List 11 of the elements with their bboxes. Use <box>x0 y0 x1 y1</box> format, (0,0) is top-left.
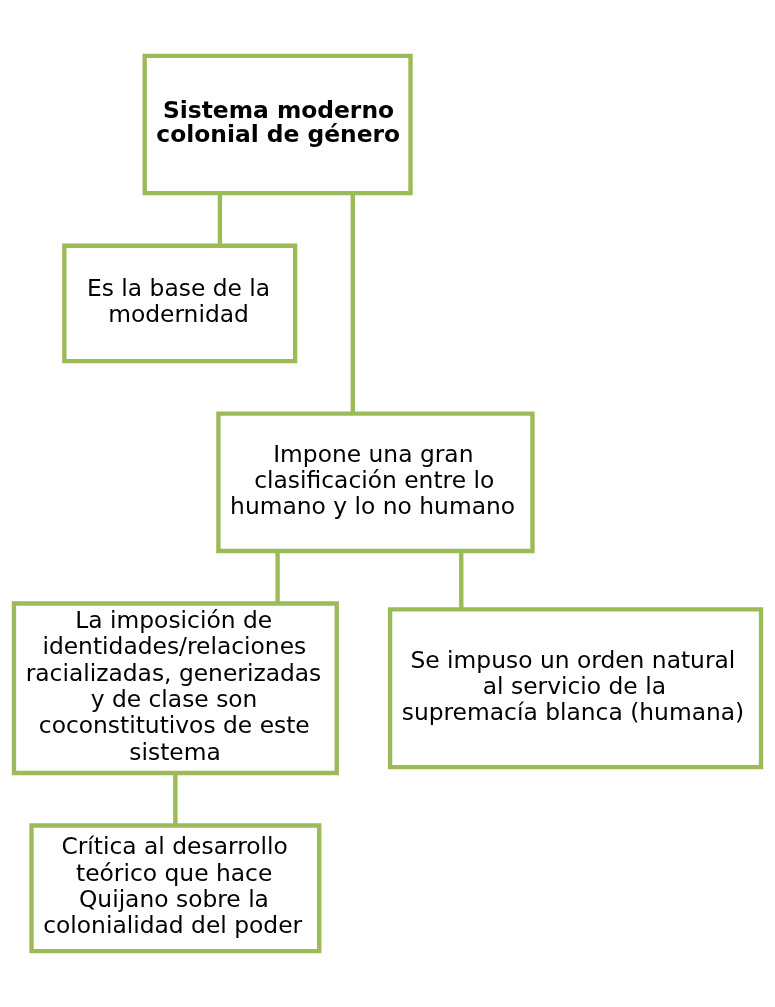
node-box: Crítica al desarrollo teórico que hace Quijano sobre la colonialidad del poder <box>29 823 322 954</box>
node-box: Es la base de la modernidad <box>62 243 298 364</box>
node-box: Sistema moderno colonial de género <box>142 53 413 196</box>
connector <box>350 193 355 414</box>
node-box: La imposición de identidades/relaciones racializadas, generizadas y de clase son coconstitutivos de este sistema <box>11 601 339 776</box>
node-box: Se impuso un orden natural al servicio de la supremacía blanca (humana) <box>387 607 764 770</box>
connector <box>217 193 223 246</box>
node-box: Impone una gran clasificación entre lo humano y lo no humano <box>216 411 535 554</box>
connector <box>173 773 178 826</box>
connector <box>275 551 280 604</box>
connector <box>459 551 464 609</box>
